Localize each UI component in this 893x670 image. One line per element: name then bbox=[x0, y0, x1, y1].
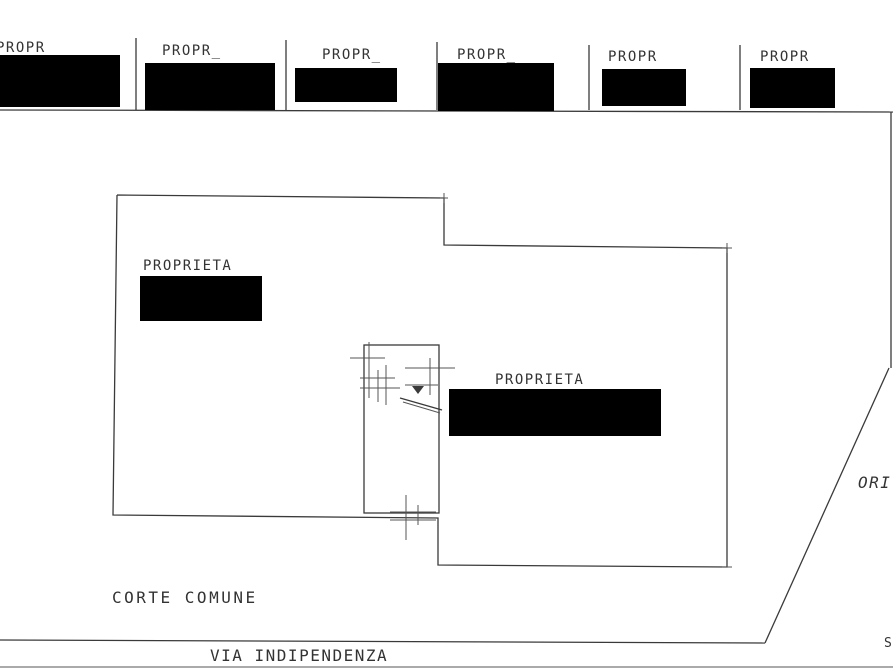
redaction-box bbox=[0, 55, 120, 107]
top-plot-label: PROPR_ bbox=[457, 47, 517, 63]
redaction-box bbox=[438, 63, 554, 111]
stair-passage-block bbox=[363, 344, 440, 514]
right-diagonal-boundary bbox=[764, 367, 890, 644]
redaction-box bbox=[295, 68, 397, 102]
redaction-box bbox=[602, 69, 686, 106]
top-boundary-line bbox=[0, 109, 893, 113]
redaction-box bbox=[750, 68, 835, 108]
street-label: VIA INDIPENDENZA bbox=[210, 646, 389, 665]
top-plot-label: PROPR bbox=[0, 40, 46, 56]
top-plot-label: PROPR bbox=[760, 49, 810, 65]
stair-diagonal-hatch bbox=[402, 401, 441, 414]
top-plot-label: PROPR bbox=[608, 49, 658, 65]
top-plot-label: PROPR_ bbox=[322, 47, 382, 63]
stair-diagonal bbox=[399, 397, 443, 411]
redaction-box bbox=[145, 63, 275, 110]
redaction-box bbox=[140, 276, 262, 321]
property-label-right: PROPRIETA bbox=[495, 372, 585, 388]
property-label-left: PROPRIETA bbox=[143, 258, 233, 274]
building-outline bbox=[112, 194, 728, 568]
courtyard-label: CORTE COMUNE bbox=[112, 588, 258, 607]
redaction-box bbox=[449, 389, 661, 436]
street-boundary-line bbox=[0, 639, 766, 644]
top-plot-label: PROPR_ bbox=[162, 43, 222, 59]
stair-arrow bbox=[412, 386, 424, 394]
right-edge-label: ORI bbox=[858, 473, 892, 492]
corner-label: S bbox=[884, 636, 893, 651]
